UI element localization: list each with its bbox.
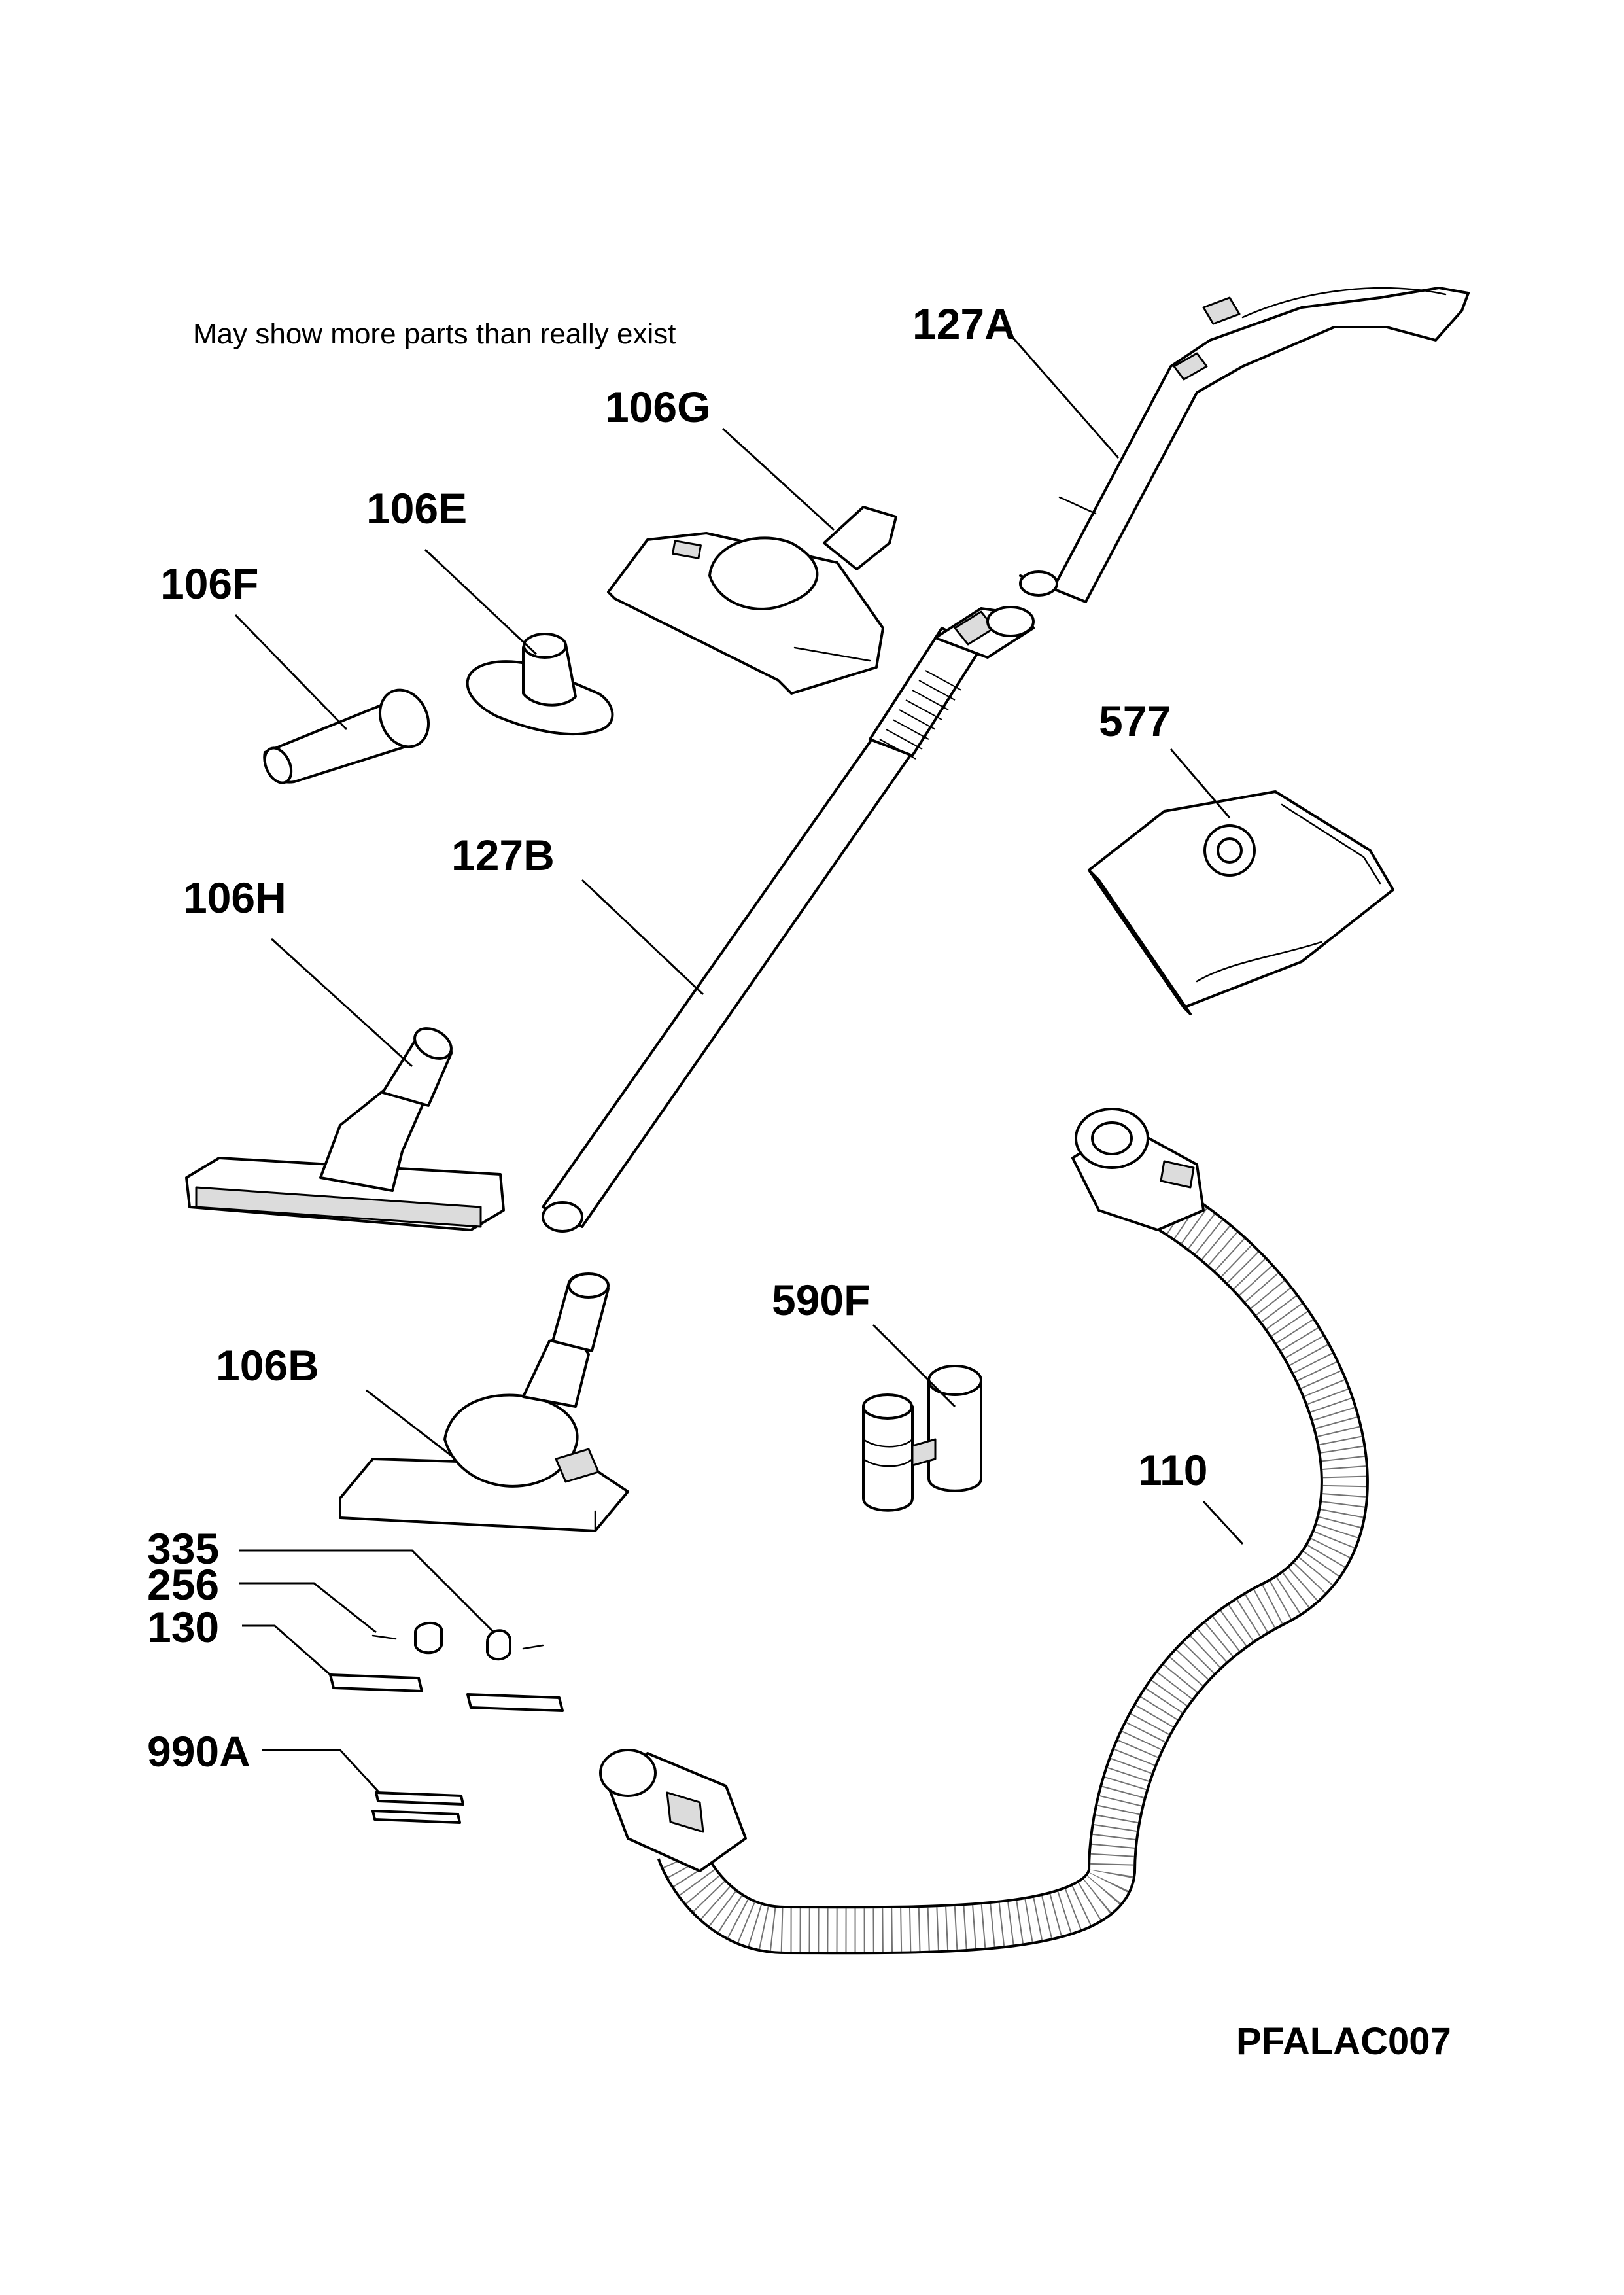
leader-335 (239, 1549, 495, 1634)
callout-110: 110 (1138, 1446, 1207, 1494)
callout-106H: 106H (183, 873, 286, 922)
part-106F-crevice-tool (263, 688, 430, 784)
part-106E-upholstery-nozzle (466, 633, 614, 736)
leader-590F (872, 1323, 956, 1408)
part-335-wheel (486, 1629, 544, 1661)
leader-110 (1202, 1500, 1244, 1545)
leader-106E (424, 548, 538, 656)
leader-256 (239, 1582, 377, 1634)
part-106G-nozzle (607, 506, 897, 695)
part-577-dust-bag (1088, 790, 1394, 1015)
disclaimer-note: May show more parts than really exist (193, 318, 676, 350)
part-106B-combination-nozzle (339, 1272, 629, 1532)
leader-127A (1009, 334, 1120, 459)
leader-130 (242, 1624, 331, 1676)
callout-130: 130 (147, 1603, 219, 1651)
callout-106B: 106B (216, 1341, 319, 1390)
part-110-hose (599, 1108, 1369, 1955)
leader-106H (270, 937, 413, 1068)
callout-256: 256 (147, 1560, 219, 1609)
callout-990A: 990A (147, 1727, 251, 1776)
part-106H-parquet-nozzle (185, 1027, 505, 1231)
callout-106F: 106F (160, 559, 258, 608)
part-130-strip (329, 1673, 564, 1712)
leader-106G (721, 427, 835, 531)
callout-127B: 127B (451, 831, 555, 879)
leader-127B (581, 879, 704, 996)
callout-106E: 106E (366, 484, 467, 533)
callout-127A: 127A (912, 300, 1016, 348)
leader-106F (234, 614, 348, 731)
callout-335: 335 (147, 1524, 219, 1573)
leader-106B (366, 1389, 452, 1457)
callout-577: 577 (1099, 697, 1171, 745)
part-256-roller (371, 1621, 443, 1655)
part-990A-brush-strip (371, 1791, 464, 1824)
callout-590F: 590F (772, 1276, 870, 1324)
part-127B-telescopic-tube (542, 606, 1035, 1233)
part-127A-handle (1019, 287, 1470, 603)
drawing-code: PFALAC007 (1236, 2020, 1451, 2063)
callout-106G: 106G (605, 383, 710, 431)
part-590F-adaptor (862, 1365, 982, 1512)
leader-577 (1169, 748, 1231, 818)
leader-990A (262, 1749, 381, 1794)
